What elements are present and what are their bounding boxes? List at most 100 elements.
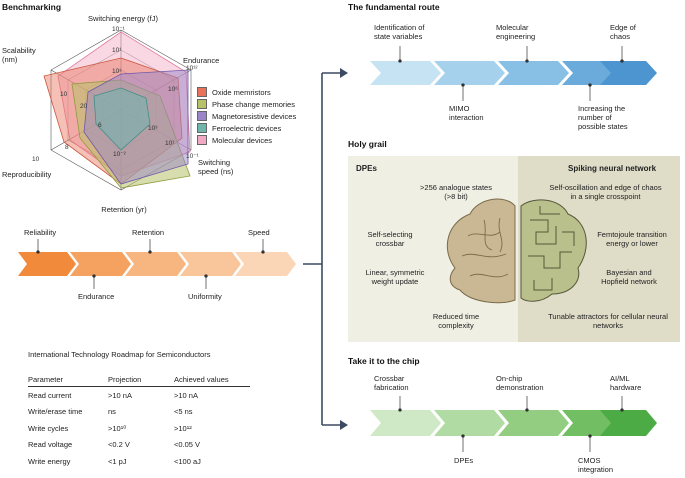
axis-switching-energy: Switching energy (fJ) (87, 14, 159, 23)
fundamental-heading: The fundamental route (348, 2, 440, 12)
table-cell: <0.2 V (108, 440, 130, 450)
tick-reproducibility-inner: 8 (65, 144, 69, 151)
legend-item: Phase change memories (197, 98, 296, 110)
tick-speed-2: 10⁻¹ (186, 153, 199, 160)
benchmarking-heading: Benchmarking (2, 2, 62, 12)
legend-item: Molecular devices (197, 134, 296, 146)
dpes-item-1: >256 analogue states (>8 bit) (420, 183, 492, 201)
chip-label-1: Crossbar fabrication (374, 374, 409, 392)
chip-chevron-row (370, 410, 657, 436)
itrs-table: Parameter Projection Achieved values Rea… (28, 372, 250, 470)
axis-switching-speed: Switching speed (ns) (198, 158, 234, 176)
table-header-row: Parameter Projection Achieved values (28, 372, 250, 387)
tick-endurance-1: 10¹² (186, 65, 198, 72)
table-cell: <100 aJ (174, 456, 201, 466)
legend-item: Oxide memristors (197, 86, 296, 98)
legend-swatch (197, 111, 207, 121)
tick-reproducibility-outer: 10 (32, 156, 40, 163)
table-row: Read voltage <0.2 V <0.05 V (28, 437, 250, 454)
left-chevron-row (18, 252, 296, 276)
tick-energy-3: 10³ (112, 68, 122, 75)
tick-scalability-1: 10 (60, 91, 68, 98)
legend-item: Ferroelectric devices (197, 122, 296, 134)
legend-swatch (197, 99, 207, 109)
legend-label: Magnetoresistive devices (212, 111, 297, 121)
fundamental-chevron-row (370, 61, 657, 85)
chevron-label-retention: Retention (132, 228, 165, 237)
table-cell: >10¹⁰ (108, 423, 127, 433)
table-cell: ns (108, 407, 116, 417)
fundamental-label-4: Increasing the number of possible states (578, 104, 628, 131)
tick-scalability-2: 20 (80, 103, 88, 110)
axis-scalability: Scalability (nm) (2, 46, 36, 64)
tick-energy-1: 10⁻¹ (112, 26, 125, 33)
tick-speed-1: 10¹ (165, 140, 175, 147)
table-cell: Write energy (28, 456, 71, 466)
table-header: Achieved values (174, 372, 250, 387)
table-row: Write/erase time ns <5 ns (28, 404, 250, 421)
tick-center: 6 (98, 122, 102, 129)
legend: Oxide memristors Phase change memories M… (197, 86, 296, 146)
fundamental-label-5: Edge of chaos (610, 23, 636, 41)
table-cell: >10 nA (174, 390, 198, 400)
chip-label-4: CMOS integration (578, 456, 614, 474)
snn-item-2: Femtojoule transition energy or lower (597, 230, 667, 248)
table-cell: <5 ns (174, 407, 193, 417)
arrowhead-bottom (340, 420, 348, 430)
tick-retention-inner: 10⁻² (113, 151, 126, 158)
itrs-title: International Technology Roadmap for Sem… (28, 350, 211, 359)
chevron-endurance (70, 252, 131, 276)
chip-heading: Take it to the chip (348, 356, 420, 366)
dpes-title: DPEs (356, 164, 377, 173)
fundamental-label-1: Identification of state variables (374, 23, 425, 41)
table-header: Parameter (28, 372, 108, 387)
dpes-item-2: Self-selecting crossbar (367, 230, 413, 248)
table-row: Write cycles >10¹⁰ >10¹² (28, 420, 250, 437)
table-cell: Read current (28, 390, 72, 400)
snn-title: Spiking neural network (568, 164, 657, 173)
chevron-retention (125, 252, 186, 276)
holy-grail-heading: Holy grail (348, 139, 387, 149)
table-cell: <0.05 V (174, 440, 201, 450)
tick-energy-2: 10¹ (112, 47, 122, 54)
table-cell: >10 nA (108, 390, 132, 400)
chevron-speed (235, 252, 296, 276)
legend-swatch (197, 87, 207, 97)
snn-item-4: Tunable attractors for cellular neural n… (548, 312, 668, 330)
chip-label-2: DPEs (454, 456, 474, 465)
snn-item-3: Bayesian and Hopfield network (601, 268, 657, 286)
fundamental-label-2: MIMO interaction (449, 104, 484, 122)
table-cell: Read voltage (28, 440, 73, 450)
chevron-label-uniformity: Uniformity (188, 292, 222, 301)
legend-swatch (197, 135, 207, 145)
series-ferroelectric (93, 87, 151, 151)
table-row: Read current >10 nA >10 nA (28, 387, 250, 404)
fundamental-label-3: Molecular engineering (496, 23, 536, 41)
legend-label: Phase change memories (212, 99, 295, 109)
connector-arrows (303, 72, 340, 426)
chip-label-3: On-chip demonstration (496, 374, 544, 392)
legend-label: Ferroelectric devices (212, 123, 282, 133)
axis-reproducibility: Reproducibility (2, 170, 52, 179)
table-cell: >10¹² (174, 423, 192, 433)
arrowhead-top (340, 68, 348, 78)
chevron-reliability (18, 252, 76, 276)
chevron-label-speed: Speed (248, 228, 270, 237)
table-row: Write energy <1 pJ <100 aJ (28, 453, 250, 470)
axis-retention: Retention (yr) (101, 205, 147, 214)
axis-endurance: Endurance (183, 56, 220, 65)
legend-item: Magnetoresistive devices (197, 110, 296, 122)
table-cell: <1 pJ (108, 456, 127, 466)
table-cell: Write cycles (28, 423, 69, 433)
tick-endurance-3: 10³ (148, 125, 158, 132)
snn-item-1: Self-oscillation and edge of chaos in a … (549, 183, 662, 201)
table-cell: Write/erase time (28, 407, 83, 417)
legend-label: Molecular devices (212, 135, 273, 145)
tick-endurance-2: 10⁶ (168, 86, 178, 93)
chevron-uniformity (180, 252, 241, 276)
table-header: Projection (108, 372, 174, 387)
chevron-label-endurance: Endurance (78, 292, 115, 301)
legend-label: Oxide memristors (212, 87, 271, 97)
chip-label-5: AI/ML hardware (610, 374, 642, 392)
